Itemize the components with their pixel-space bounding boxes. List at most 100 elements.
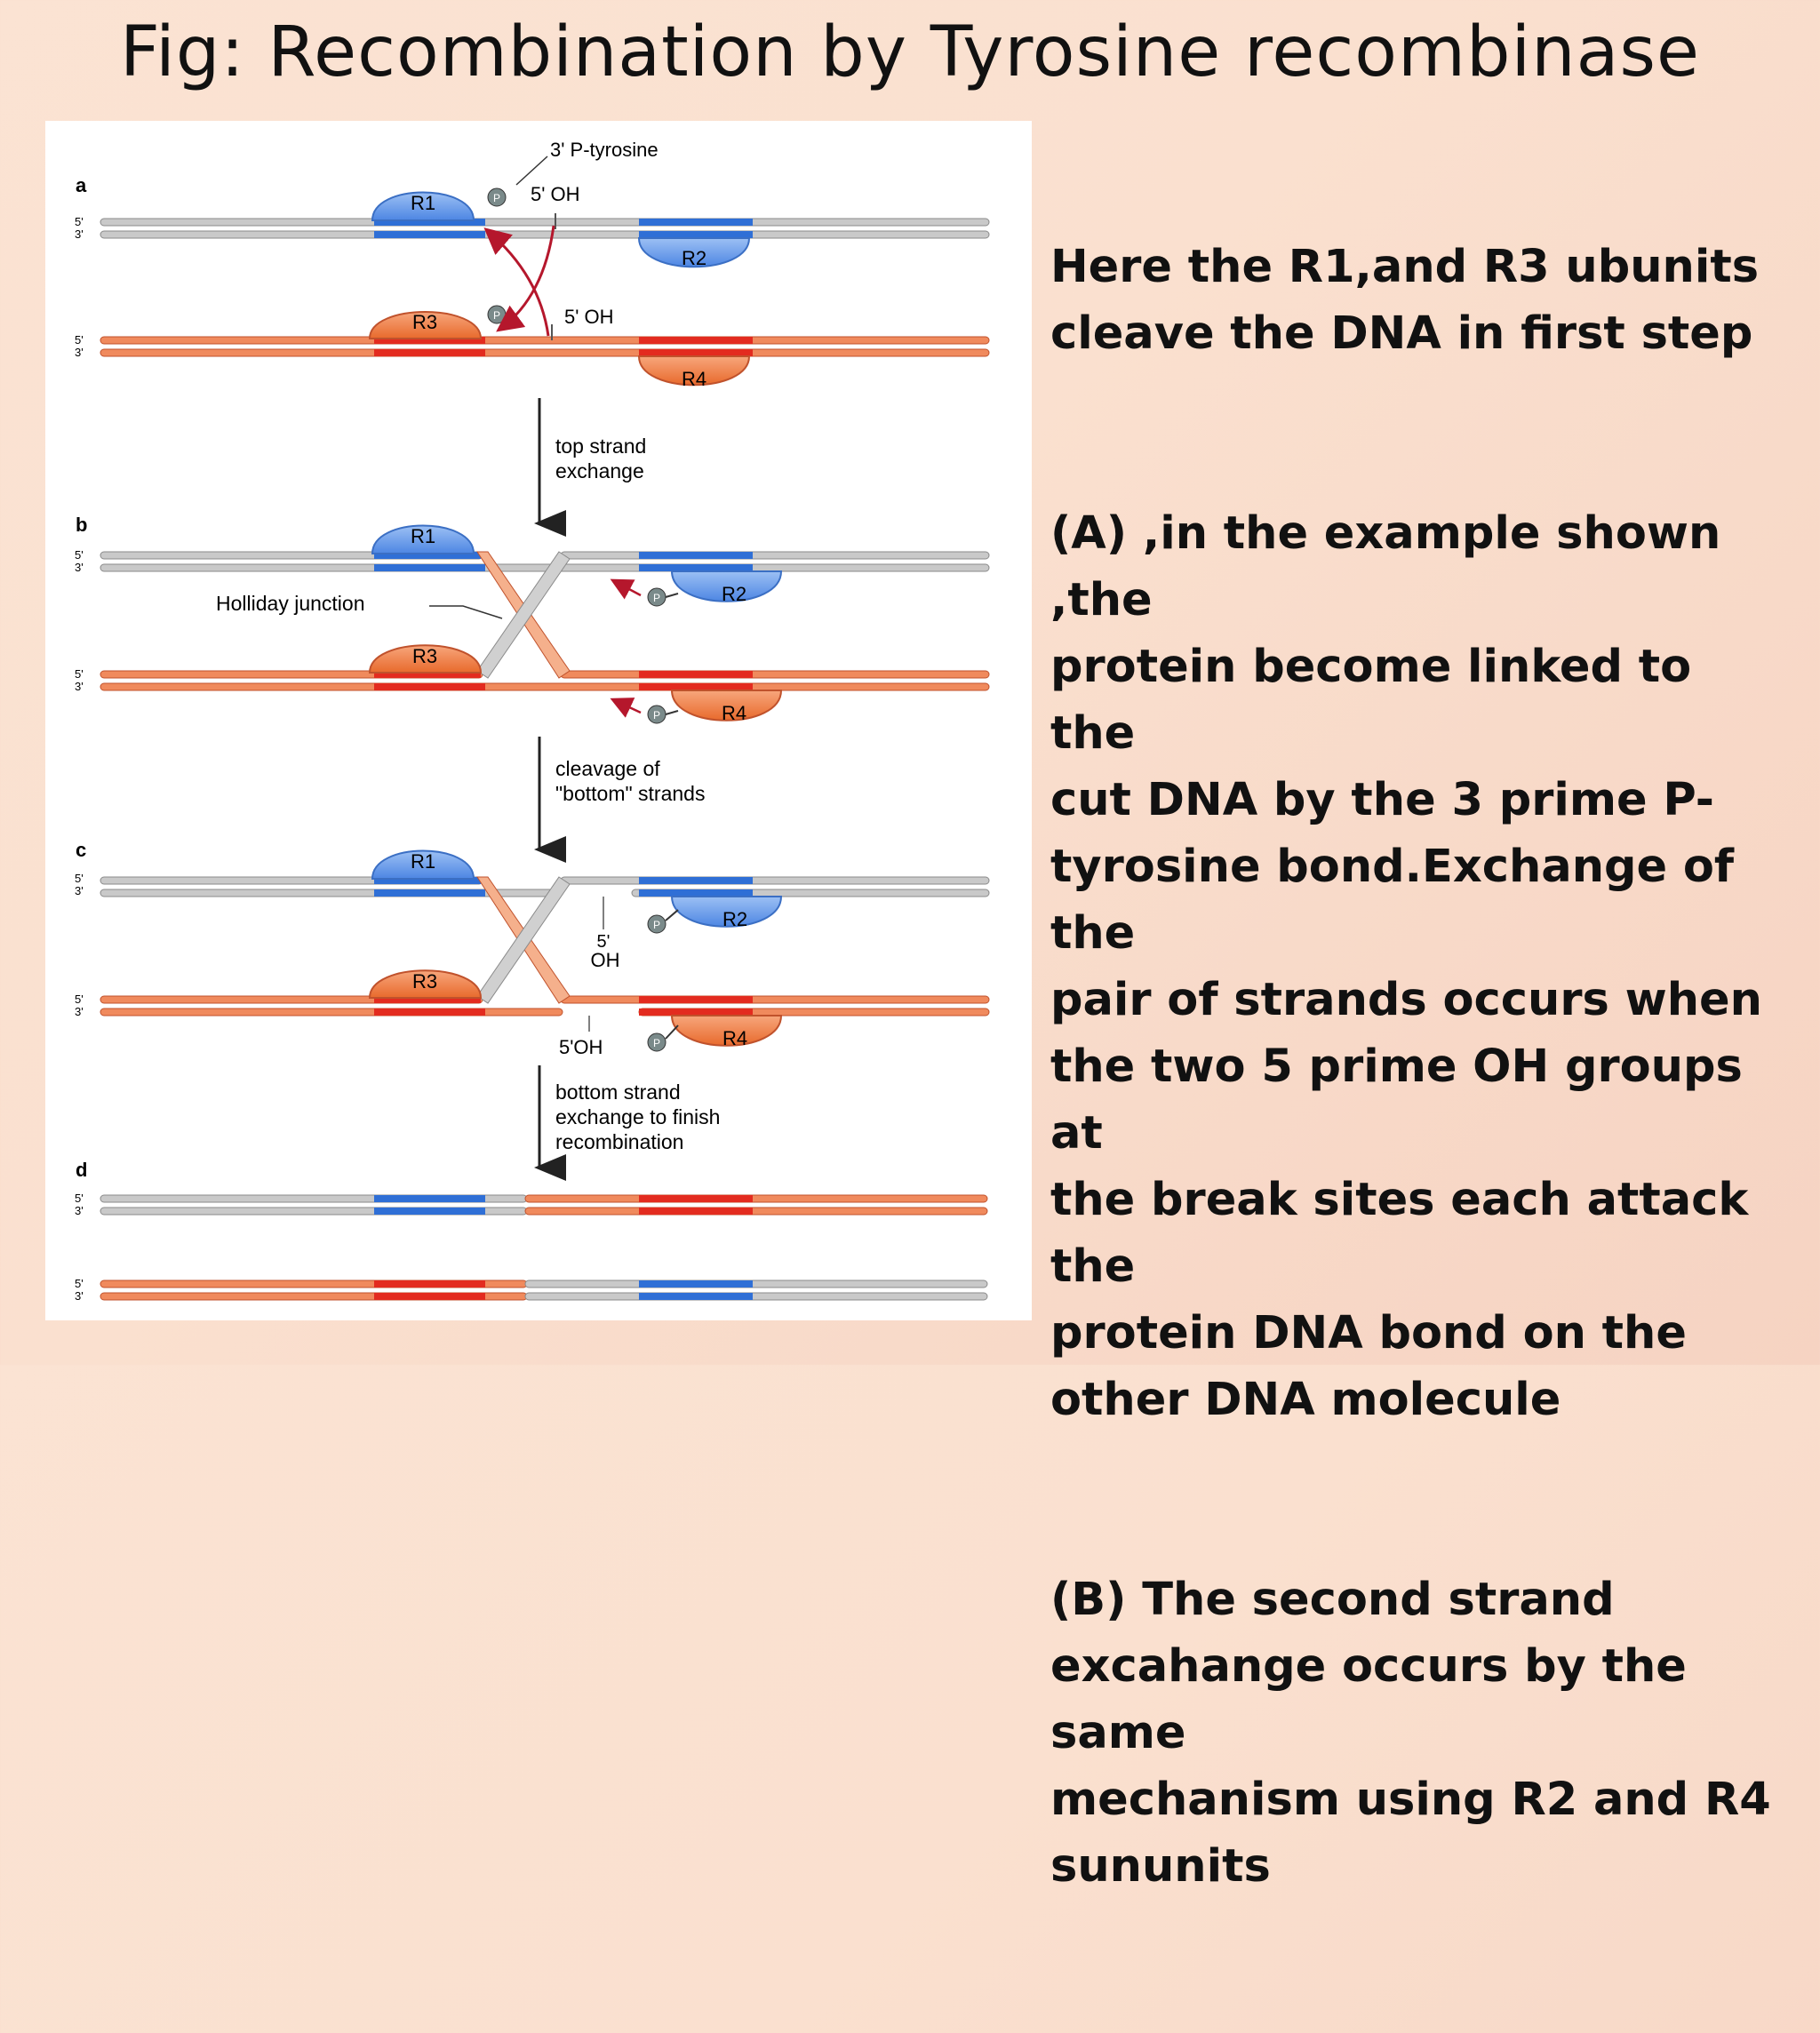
recombination-site-red xyxy=(639,349,753,356)
recombination-site-red xyxy=(374,683,485,690)
step-label: top strand xyxy=(555,435,646,458)
dna-strand-grey-bottom xyxy=(100,563,990,572)
recombination-site-blue xyxy=(374,219,485,226)
dna-strand-orange-bottom xyxy=(100,682,990,691)
paragraph-a: (A) ,in the example shown ,the protein b… xyxy=(1050,507,1762,1426)
dna-strand-orange-bottom xyxy=(100,348,990,357)
protein-label-r2: R2 xyxy=(722,583,746,605)
recombination-site-red xyxy=(374,349,485,356)
protein-label-r4: R4 xyxy=(682,368,706,390)
label-oh: OH xyxy=(591,949,620,971)
step-bottom-strand-exchange: bottom strand exchange to finish recombi… xyxy=(534,1065,720,1181)
protein-r4 xyxy=(670,690,783,722)
panel-letter-d: d xyxy=(76,1159,87,1181)
recombination-site-blue xyxy=(639,889,753,897)
protein-r1 xyxy=(371,524,475,554)
protein-label-r3: R3 xyxy=(412,311,437,333)
panel-c: c 5' 3' 5' 3' R1 R2 R3 R4 P P xyxy=(75,839,990,1058)
recombination-site-red xyxy=(639,337,753,344)
protein-r4 xyxy=(670,1015,783,1047)
three-prime-label: 3' xyxy=(75,227,84,241)
protein-r3 xyxy=(368,969,483,999)
recombination-diagram: a 5' 3' 5' 3' R1 R2 R3 R4 P P 3' xyxy=(75,139,990,1303)
dna-strand-orange-top xyxy=(100,336,990,345)
dna-strand-grey-bottom xyxy=(100,230,990,239)
recombination-site-red xyxy=(639,1195,753,1202)
recombination-figure: a 5' 3' 5' 3' R1 R2 R3 R4 P P 3' xyxy=(45,121,1032,1320)
dna-strand-orange-bottom xyxy=(524,1207,988,1216)
protein-label-r4: R4 xyxy=(722,1027,747,1049)
protein-r3 xyxy=(368,644,483,674)
attack-arrow xyxy=(610,578,642,600)
recombination-site-blue xyxy=(639,219,753,226)
recombination-site-blue xyxy=(374,552,481,559)
protein-label-r2: R2 xyxy=(682,247,706,269)
panel-d: d 5' 3' 5' 3' xyxy=(75,1159,988,1303)
label-holliday-junction: Holliday junction xyxy=(216,592,364,615)
dna-strand-orange-top xyxy=(560,670,990,679)
phosphate-label: P xyxy=(653,1037,660,1049)
panel-a: a 5' 3' 5' 3' R1 R2 R3 R4 P P 3' xyxy=(75,139,990,390)
protein-label-r1: R1 xyxy=(411,192,435,214)
recombination-site-red xyxy=(374,1280,485,1288)
protein-label-r3: R3 xyxy=(412,645,437,667)
recombination-site-red xyxy=(639,683,753,690)
phosphate-label: P xyxy=(653,592,660,604)
phosphate-label: P xyxy=(653,709,660,722)
step-cleavage-bottom-strands: cleavage of "bottom" strands xyxy=(534,737,705,863)
phosphate-icon xyxy=(647,1032,667,1052)
step-label: exchange to finish xyxy=(555,1105,720,1128)
paragraph-first-step: Here the R1,and R3 ubunits cleave the DN… xyxy=(1050,241,1760,360)
dna-strand-grey-top xyxy=(560,876,990,885)
attack-arrow xyxy=(496,225,555,332)
recombination-site-red xyxy=(374,996,481,1003)
five-prime-label: 5' xyxy=(75,872,84,885)
recombination-site-red xyxy=(639,996,753,1003)
three-prime-label: 3' xyxy=(75,1005,84,1018)
five-prime-label: 5' xyxy=(75,993,84,1006)
recombination-site-blue xyxy=(374,1208,485,1215)
label-5oh: 5' OH xyxy=(564,306,614,328)
panel-letter-b: b xyxy=(76,514,87,536)
link-line xyxy=(665,593,679,598)
crossover-strand-grey xyxy=(476,876,571,1004)
three-prime-label: 3' xyxy=(75,561,84,574)
recombination-site-red xyxy=(374,671,481,678)
attack-arrow xyxy=(483,227,550,337)
panel-letter-a: a xyxy=(76,174,87,196)
recombination-site-blue xyxy=(374,877,481,884)
link-line xyxy=(665,710,679,715)
recombination-site-blue xyxy=(374,889,485,897)
protein-label-r3: R3 xyxy=(412,970,437,993)
slide-title: Fig: Recombination by Tyrosine recombina… xyxy=(119,12,1701,92)
recombination-site-blue xyxy=(639,552,753,559)
dna-strand-grey-top xyxy=(100,218,990,227)
protein-r1 xyxy=(371,849,475,880)
protein-label-r2: R2 xyxy=(722,908,747,930)
recombination-site-blue xyxy=(639,1280,753,1288)
protein-r4 xyxy=(637,355,751,387)
five-prime-label: 5' xyxy=(75,333,84,347)
phosphate-icon xyxy=(647,914,667,934)
three-prime-label: 3' xyxy=(75,680,84,693)
three-prime-label: 3' xyxy=(75,884,84,897)
dna-strand-orange-top xyxy=(560,995,990,1004)
protein-r2 xyxy=(637,237,751,268)
link-line xyxy=(665,1024,679,1040)
panel-b: b 5' 3' 5' 3' R1 R2 R3 R4 xyxy=(75,514,990,724)
recombination-site-red xyxy=(639,1208,753,1215)
label-5prime: 5' xyxy=(597,932,611,952)
crossover-strand-grey xyxy=(476,551,571,679)
dna-strand-grey-top xyxy=(560,551,990,560)
step-label: cleavage of xyxy=(555,757,660,780)
protein-r3 xyxy=(368,311,483,339)
phosphate-icon xyxy=(487,187,507,207)
step-label: bottom strand xyxy=(555,1080,681,1104)
dna-strand-grey-top xyxy=(524,1280,988,1288)
recombination-site-red xyxy=(639,671,753,678)
three-prime-label: 3' xyxy=(75,1289,84,1303)
protein-r1 xyxy=(371,191,475,221)
three-prime-label: 3' xyxy=(75,346,84,359)
link-line xyxy=(665,909,679,921)
three-prime-label: 3' xyxy=(75,1204,84,1217)
